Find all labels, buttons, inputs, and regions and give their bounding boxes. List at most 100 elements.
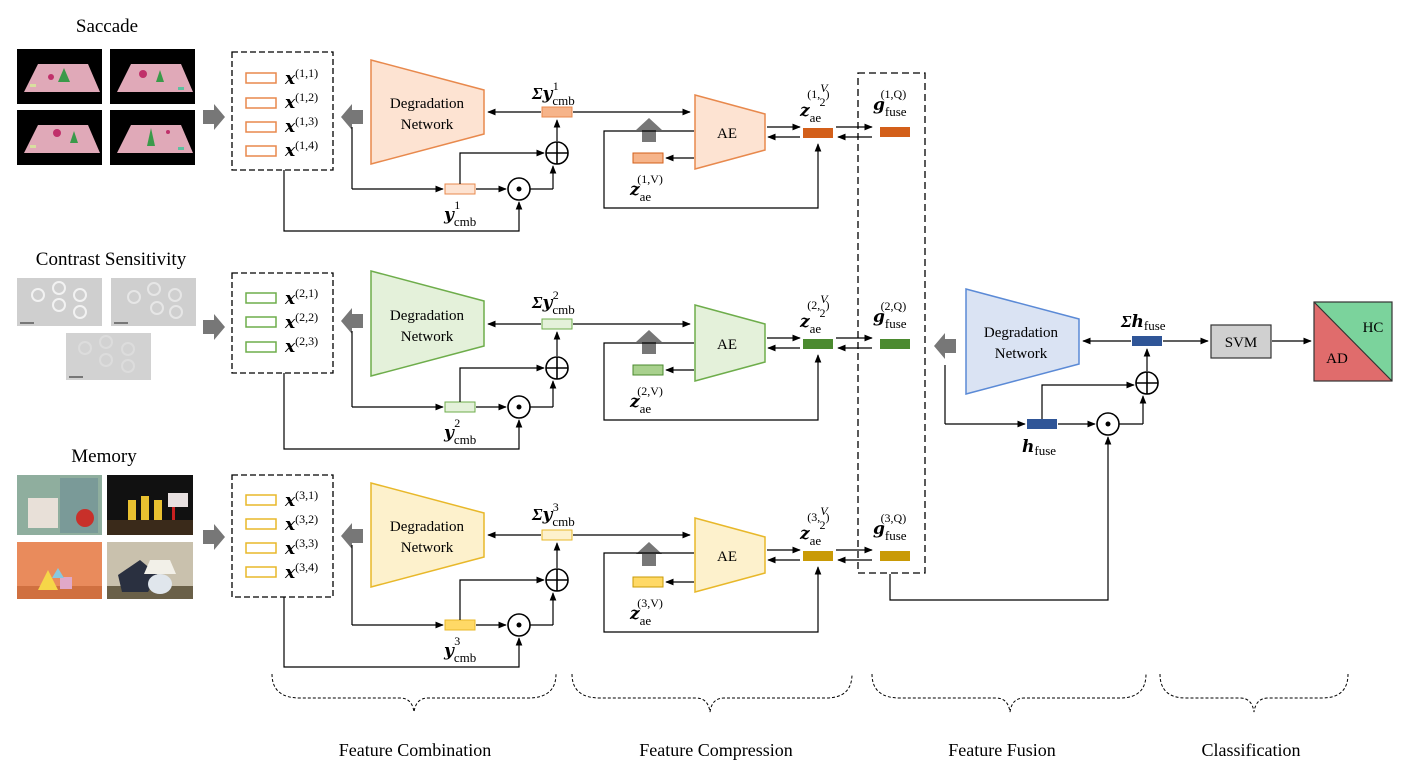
input-arrow-1 [203,104,225,130]
fusion-box [857,72,926,574]
z-full-chip-2 [632,364,664,376]
x-label-2-3: 𝒙(2,3) [284,334,318,356]
g-fuse-chip-2 [880,339,910,349]
y-cmb-chip-3 [444,619,476,631]
section-feature-compression: Feature Compression [639,740,792,760]
x-label-1-4: 𝒙(1,4) [284,138,318,160]
x-label-1-2: 𝒙(1,2) [284,90,318,112]
z-full-label-1: 𝒛ae(1,V) [629,172,663,204]
ae-block-3 [694,517,766,593]
ae-up-arrow-2 [636,330,662,354]
z-full-chip-1 [632,152,664,164]
saccade-thumb-4 [110,110,195,165]
sum-h-chip [1132,336,1162,346]
z-half-chip-2 [803,339,833,349]
x-label-3-2: 𝒙(3,2) [284,512,318,534]
degradation-label-3a: Degradation [390,519,465,535]
contrast-thumbnails [17,278,196,380]
saccade-thumb-1 [17,49,102,104]
back-arrow-2 [341,308,363,334]
memory-thumb-1 [17,475,102,535]
sum-y-chip-1 [541,106,573,118]
g-fuse-label-1: 𝒈fuse(1,Q) [873,87,907,119]
sum-y-chip-2 [541,318,573,330]
z-full-chip-3 [632,576,664,588]
sum-y-label-1: Σ𝒚cmb1 [531,79,575,108]
row-title-saccade: Saccade [76,16,138,37]
degradation-label-2a: Degradation [390,308,465,324]
x-label-1-3: 𝒙(1,3) [284,114,318,136]
ae-block-2 [694,304,766,382]
input-arrow-2 [203,314,225,340]
y-cmb-label-3: 𝒚cmb3 [443,634,476,665]
degradation-network-1 [370,59,485,165]
x-label-3-3: 𝒙(3,3) [284,536,318,558]
x-label-2-2: 𝒙(2,2) [284,310,318,332]
degradation-label-fusion-a: Degradation [984,325,1059,341]
ae-up-arrow-1 [636,118,662,142]
z-half-chip-1 [803,128,833,138]
g-fuse-label-3: 𝒈fuse(3,Q) [873,511,907,543]
contrast-thumb-3 [66,333,151,380]
input-features-2 [245,292,277,353]
ae-block-1 [694,94,766,170]
g-fuse-label-2: 𝒈fuse(2,Q) [873,299,907,331]
row-memory: Memory [17,446,910,668]
ae-label-1: AE [717,126,737,142]
saccade-thumbnails [17,49,195,165]
z-half-chip-3 [803,551,833,561]
contrast-thumb-2 [111,278,196,326]
degradation-label-fusion-b: Network [995,346,1048,362]
g-fuse-chip-3 [880,551,910,561]
degradation-label-1a: Degradation [390,96,465,112]
section-classification: Classification [1202,740,1301,760]
g-fuse-chip-1 [880,127,910,137]
saccade-thumb-2 [110,49,195,104]
x-label-3-1: 𝒙(3,1) [284,488,318,510]
input-arrow-3 [203,524,225,550]
memory-thumb-2 [107,475,193,535]
sum-h-label: Σ𝒉fuse [1120,312,1166,333]
sum-y-chip-3 [541,529,573,541]
degradation-label-2b: Network [401,329,454,345]
ad-label: AD [1326,351,1348,367]
h-fuse-label: 𝒉fuse [1022,437,1056,458]
h-fuse-chip [1027,419,1057,429]
ae-label-3: AE [717,549,737,565]
memory-thumb-3 [17,542,102,599]
input-features-1 [245,72,277,157]
y-cmb-chip-2 [444,401,476,413]
input-box-1 [231,51,334,171]
degradation-label-1b: Network [401,117,454,133]
section-braces [271,673,1349,713]
degradation-network-2 [370,270,485,377]
memory-thumb-4 [107,542,193,599]
degradation-network-fusion [965,288,1080,395]
y-cmb-label-2: 𝒚cmb2 [443,416,476,447]
svm-block [1210,324,1272,359]
memory-thumbnails [17,475,193,599]
back-arrow-3 [341,523,363,549]
svm-label: SVM [1225,335,1258,351]
x-label-3-4: 𝒙(3,4) [284,560,318,582]
hc-label: HC [1363,320,1384,336]
fusion-back-arrow [934,333,956,359]
ae-label-2: AE [717,337,737,353]
row-contrast-sensitivity: Contrast Sensitivity [17,249,910,450]
sum-y-label-3: Σ𝒚cmb3 [531,500,575,529]
row-title-contrast: Contrast Sensitivity [36,249,187,270]
z-full-label-2: 𝒛ae(2,V) [629,384,663,416]
z-full-label-3: 𝒛ae(3,V) [629,596,663,628]
ae-up-arrow-3 [636,542,662,566]
sum-y-label-2: Σ𝒚cmb2 [531,288,575,317]
degradation-label-3b: Network [401,540,454,556]
saccade-thumb-3 [17,110,102,165]
classification-output: HC AD [1313,301,1393,382]
input-box-2 [231,272,334,374]
section-feature-combination: Feature Combination [339,740,491,760]
input-box-3 [231,474,334,598]
